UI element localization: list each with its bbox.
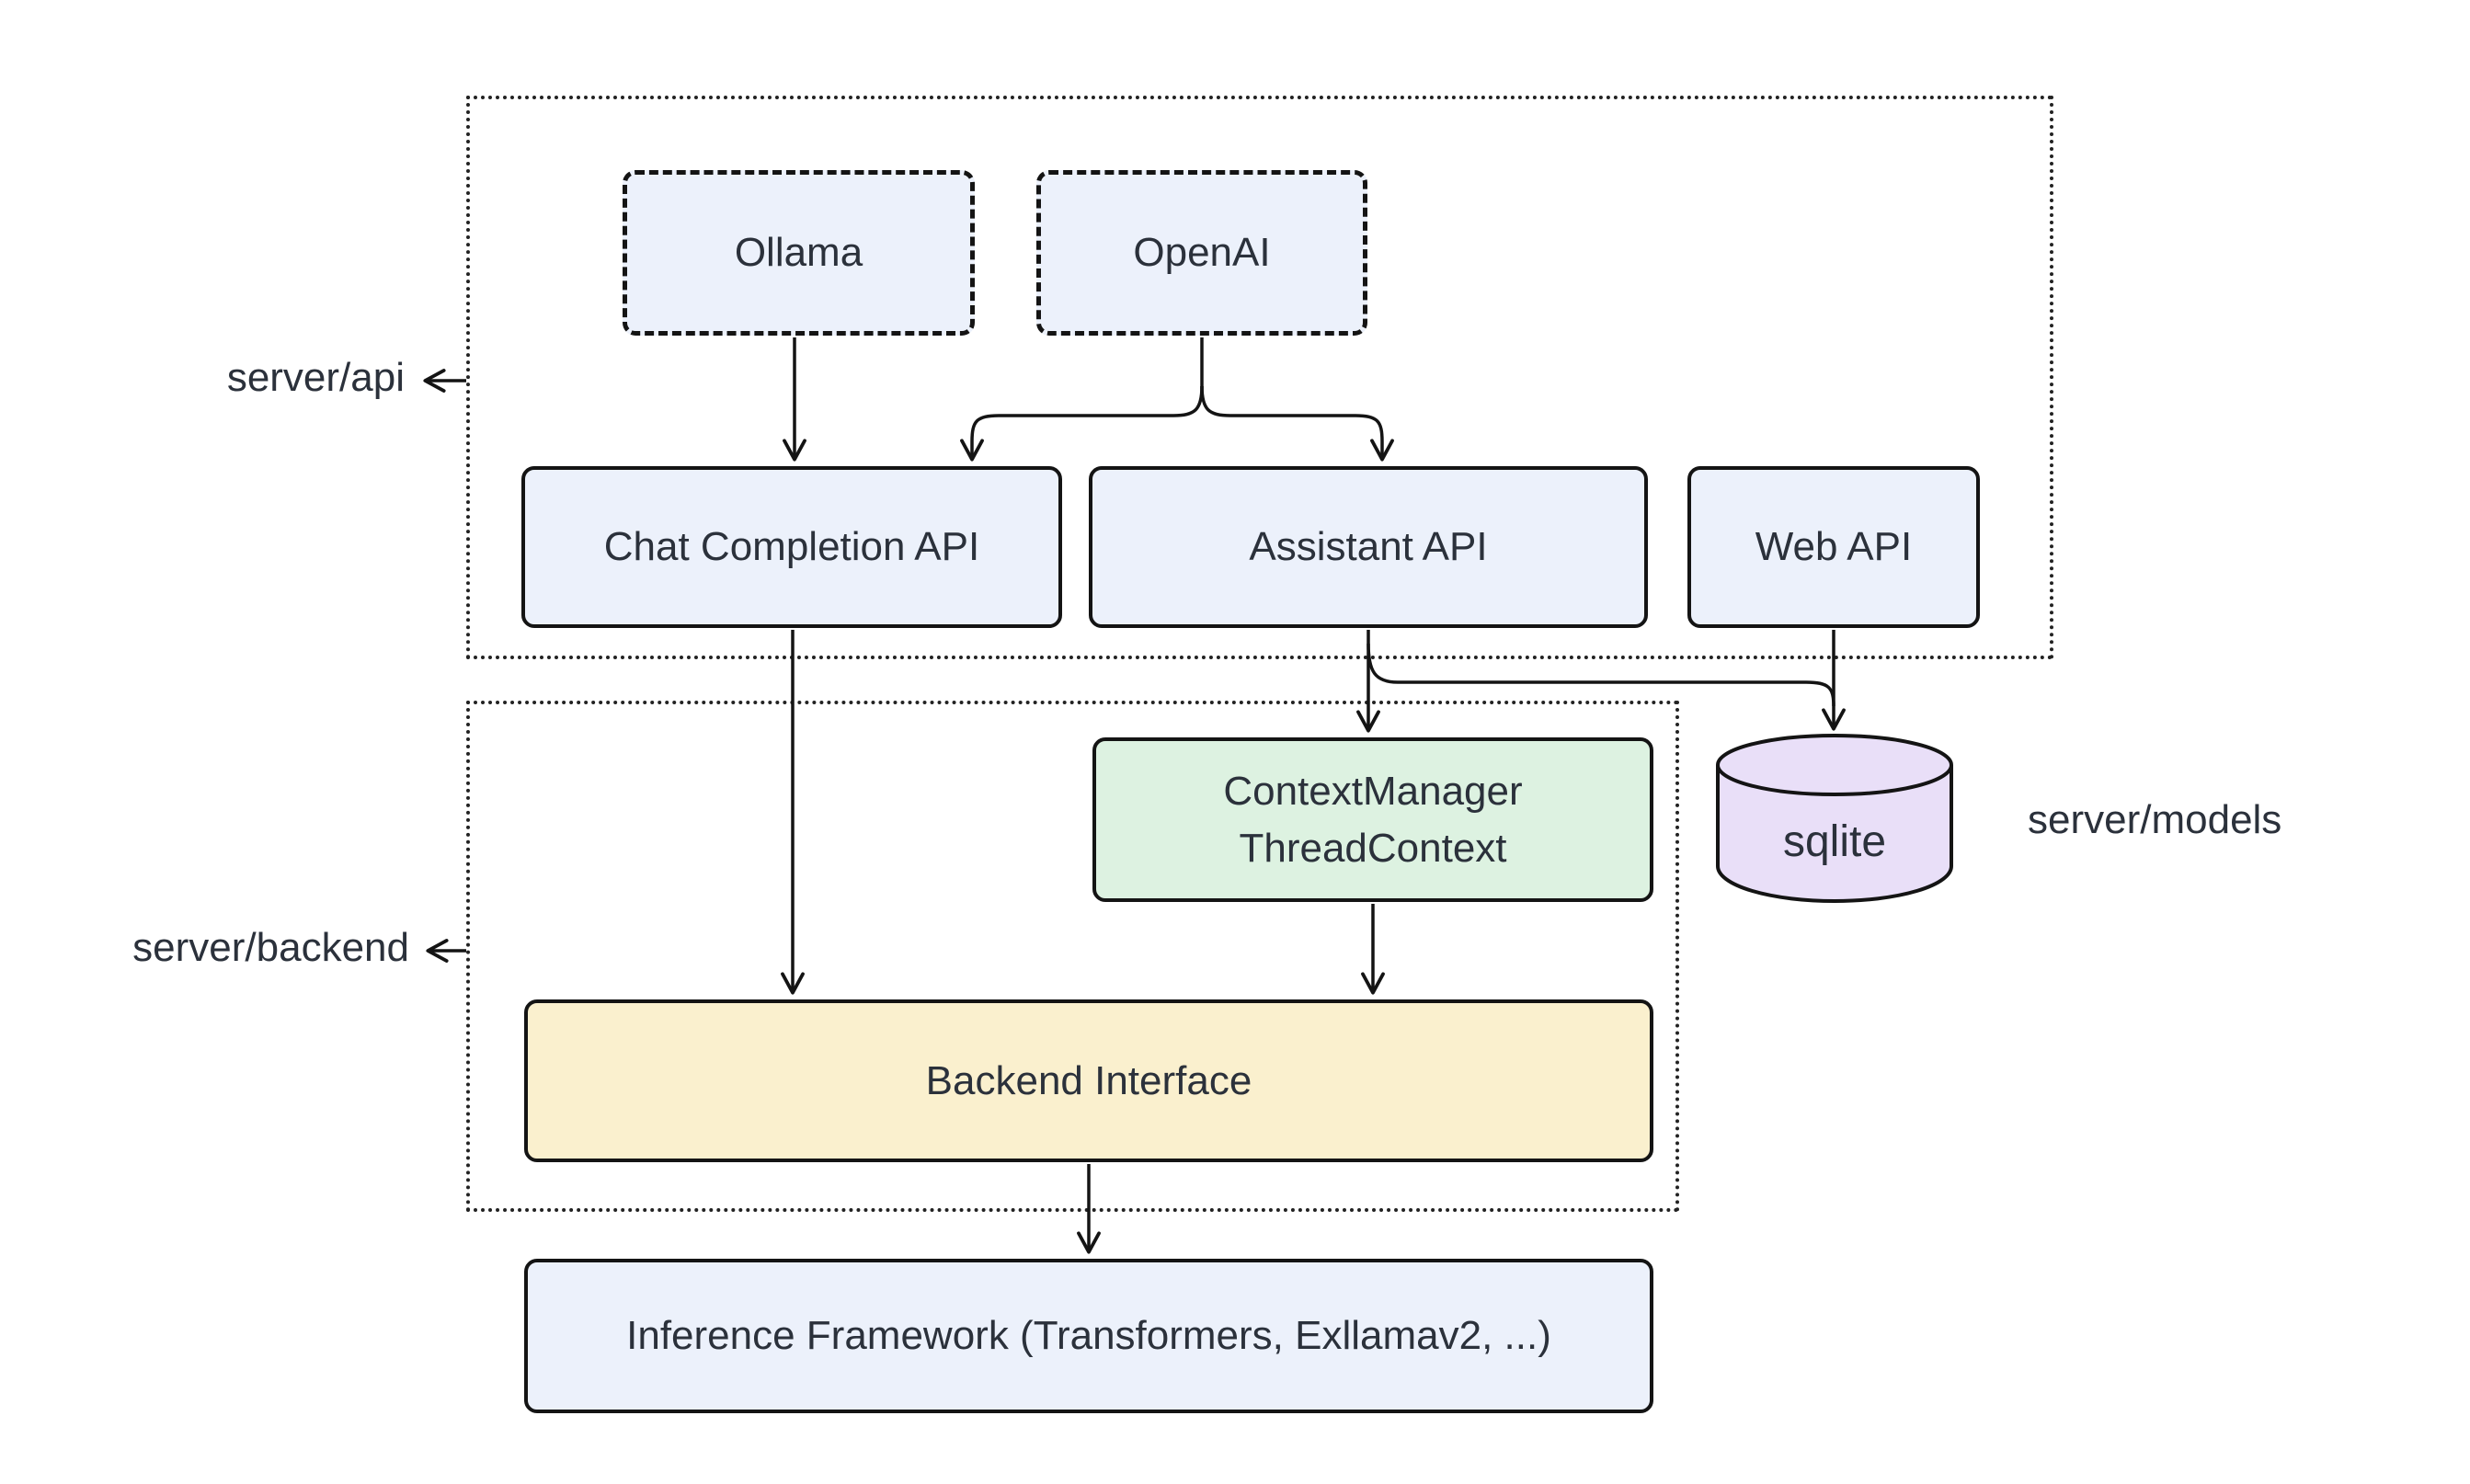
node-sqlite-label: sqlite [1782, 817, 1887, 866]
node-assistant-api: Assistant API [1089, 466, 1648, 628]
node-context-manager-line2: ThreadContext [1239, 825, 1507, 871]
server-backend-container [466, 701, 1679, 1212]
server-backend-label: server/backend [132, 925, 409, 970]
node-openai-label: OpenAI [1133, 230, 1271, 275]
server-api-container [466, 96, 2053, 659]
node-backend-interface-label: Backend Interface [925, 1057, 1252, 1103]
node-context-manager: ContextManager ThreadContext [1092, 737, 1653, 902]
node-web-api: Web API [1687, 466, 1980, 628]
server-models-label: server/models [2028, 797, 2282, 842]
node-assistant-api-label: Assistant API [1249, 524, 1488, 569]
node-chat-completion-api: Chat Completion API [521, 466, 1062, 628]
server-api-label: server/api [226, 355, 405, 400]
node-openai: OpenAI [1036, 170, 1367, 336]
node-chat-completion-api-label: Chat Completion API [603, 524, 980, 569]
node-inference-framework: Inference Framework (Transformers, Exlla… [524, 1259, 1653, 1413]
node-ollama: Ollama [623, 170, 975, 336]
node-web-api-label: Web API [1755, 524, 1913, 569]
node-ollama-label: Ollama [734, 230, 863, 275]
node-backend-interface: Backend Interface [524, 999, 1653, 1162]
node-context-manager-line1: ContextManager [1223, 768, 1523, 814]
node-inference-framework-label: Inference Framework (Transformers, Exlla… [626, 1313, 1551, 1358]
